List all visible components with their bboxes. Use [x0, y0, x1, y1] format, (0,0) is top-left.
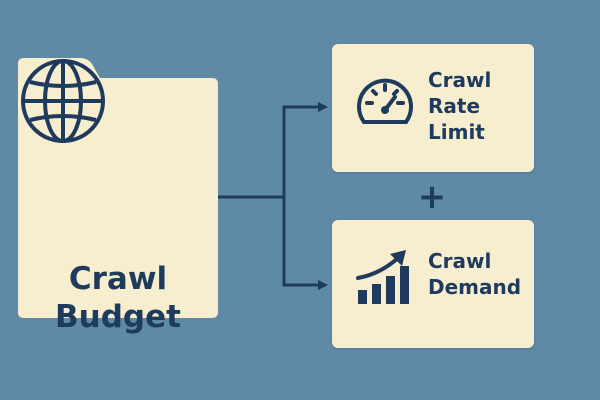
plus-sign: + — [417, 177, 447, 217]
crawl-rate-limit-card: Crawl Rate Limit — [332, 44, 534, 172]
globe-icon — [21, 59, 105, 143]
crawl-demand-line1: Crawl — [428, 249, 492, 273]
crawl-demand-line2: Demand — [428, 275, 522, 299]
crawl-demand-card: Crawl Demand — [332, 220, 534, 348]
crawl-rate-limit-line2: Rate — [428, 94, 481, 118]
crawl-budget-folder: Crawl Budget — [18, 56, 218, 335]
crawl-budget-label: Crawl Budget — [18, 260, 218, 336]
crawl-rate-limit-line1: Crawl — [428, 68, 492, 92]
crawl-demand-label: Crawl Demand — [428, 248, 521, 300]
speedometer-icon — [357, 78, 413, 124]
crawl-rate-limit-line3: Limit — [428, 120, 485, 144]
crawl-rate-limit-label: Crawl Rate Limit — [428, 67, 491, 145]
growth-chart-icon — [356, 250, 409, 304]
connector-branch-demand — [282, 197, 328, 290]
folder-shape — [18, 58, 218, 318]
crawl-budget-label-line2: Budget — [55, 299, 181, 335]
connector-branch-rate — [282, 102, 328, 197]
crawl-budget-label-line1: Crawl — [68, 261, 168, 297]
